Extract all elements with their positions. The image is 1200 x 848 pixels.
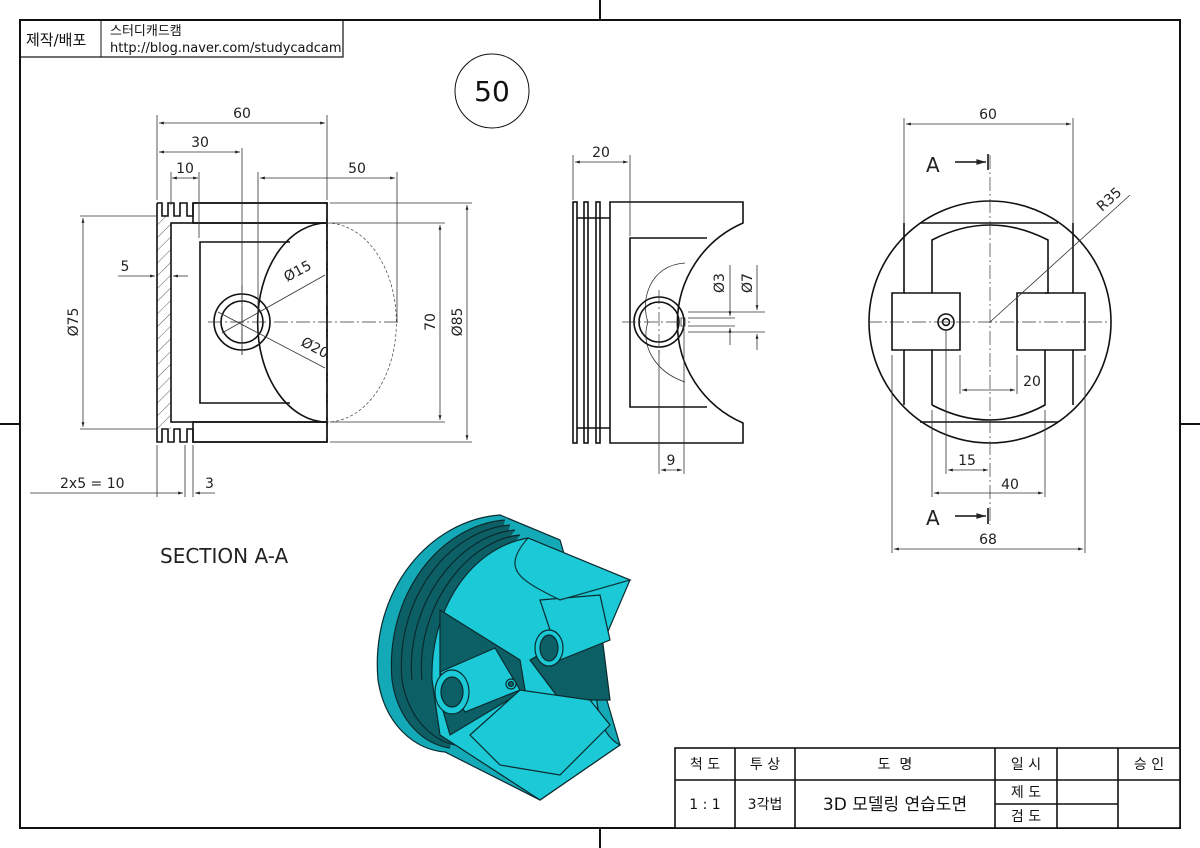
dim-overall: 68 [979,532,997,548]
dim-boss-gap: 20 [1023,374,1041,390]
dim-hole-pos: 15 [958,453,976,469]
drawing-name: 3D 모델링 연습도면 [823,795,967,815]
producer-label: 제작/배포 [26,31,86,49]
header-name: 도 명 [878,757,913,773]
dim-dia-inner: Ø75 [66,308,82,337]
side-view: 20 9 Ø3 Ø7 [572,145,765,474]
isometric-3d-model [376,514,632,801]
dim-groove-width: 3 [205,476,214,492]
producer-url: http://blog.naver.com/studycadcam [110,41,342,56]
dim-cavity: 70 [423,313,439,331]
producer-name: 스터디캐드캠 [110,24,182,39]
front-view: 60 R35 20 15 40 68 A A [868,107,1131,553]
title-block: 척 도 투 상 도 명 일 시 승 인 1 : 1 3각법 3D 모델링 연습도… [674,747,1181,829]
checked-label: 검 도 [1011,809,1041,825]
section-view: 60 30 10 50 5 Ø75 70 Ø85 Ø15 Ø20 2x5 = 1 [30,106,472,568]
dim-dia-outer: Ø85 [450,308,466,337]
dim-cut-depth: 50 [348,161,366,177]
dim-ring-zone: 10 [176,161,194,177]
drafted-label: 제 도 [1011,785,1041,801]
section-mark-bottom: A [926,506,940,530]
dim-hole-offset: 9 [667,453,676,469]
dim-radius: R35 [1094,185,1125,215]
producer-box: 제작/배포 스터디캐드캠 http://blog.naver.com/study… [19,19,344,58]
dim-width: 60 [979,107,997,123]
header-date: 일 시 [1011,757,1041,773]
dim-inner-width: 40 [1001,477,1019,493]
dim-pin-inner: Ø15 [281,258,314,286]
dim-head: 20 [592,145,610,161]
dim-hole-large: Ø7 [740,273,756,293]
scale-value: 1 : 1 [689,797,720,813]
dim-hole-small: Ø3 [712,273,728,293]
header-projection: 투 상 [750,757,780,773]
dim-pin-offset: 30 [191,135,209,151]
projection-value: 3각법 [748,797,783,813]
section-mark-top: A [926,153,940,177]
section-title: SECTION A-A [160,544,288,568]
drawing-number: 50 [474,75,510,108]
header-approval: 승 인 [1134,757,1164,773]
dim-overall-length: 60 [233,106,251,122]
header-scale: 척 도 [690,757,720,773]
dim-pin-outer: Ø20 [298,334,331,362]
drawing-number-badge: 50 [454,53,530,129]
dim-wall: 5 [121,259,130,275]
dim-grooves: 2x5 = 10 [60,476,125,492]
